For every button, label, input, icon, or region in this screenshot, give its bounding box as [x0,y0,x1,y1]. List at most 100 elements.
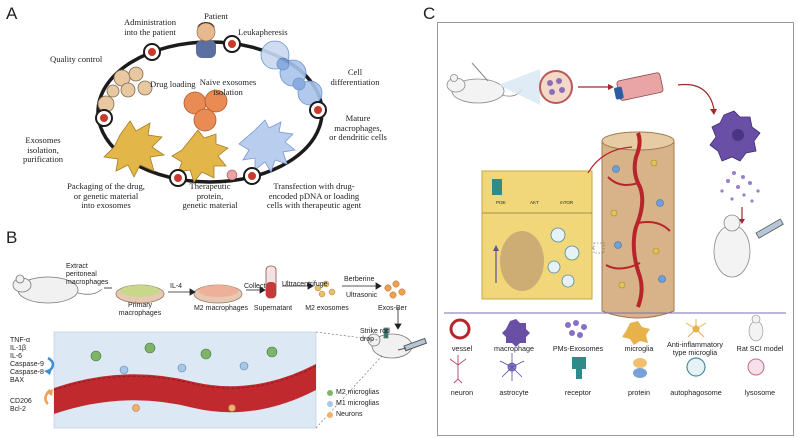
increase-marker-list: CD206 Bcl-2 [10,398,32,414]
arrow-to-flask-head [608,84,614,90]
label-transfection: Transfection with drug-encoded pDNA or l… [266,181,362,211]
label-collect: Collect [244,283,266,290]
panel-a-letter: A [6,4,18,23]
legend-label-lysosome: lysosome [744,388,776,397]
culture-flask [614,72,664,101]
zoom-line-bottom [315,355,383,429]
marker-cd206: CD206 [10,398,32,405]
legend-label-neuron: neuron [450,388,474,397]
legend-label-autophagosome: autophagosome [670,388,722,397]
legend-receptor-icon [572,357,586,379]
panel-a-diagram [95,22,327,187]
panel-c-letter: C [423,4,436,23]
tissue-microglia [612,165,666,283]
marker-il1b: IL-1β [10,345,27,352]
inset-up-arrowhead [493,245,499,251]
legend-exosomes-icon [565,320,587,338]
peritoneal-cells [547,78,565,95]
patient-figure [196,22,216,58]
label-berberine: Berberine [344,276,375,283]
marker-il6: IL-6 [10,353,23,360]
legend-label-vessel: vessel [451,344,473,353]
m1-microglia-cells [119,361,249,375]
inset-autophagosomes [547,227,580,288]
extraction-cone [498,69,540,105]
marker-tnf: TNF-α [10,337,30,344]
primary-dish [115,284,165,304]
legend-neurons: Neurons [336,411,363,418]
sci-mouse-icon [367,327,413,359]
inset-source-box [593,242,605,254]
tissue-neurons [610,159,660,289]
cycle-node-marks [100,40,322,182]
syringe-icon [397,337,428,352]
label-ultrasonic: Ultrasonic [346,292,378,299]
loaded-cell [226,169,238,181]
legend-m2: M2 microglias [336,389,380,396]
legend-label-anti-inflammatory: Anti-inflammatory type microglia [667,340,723,357]
peritoneal-cells-disc [539,70,573,104]
decrease-marker-list: TNF-α IL-1β IL-6 Caspase-9 Caspase-8 BAX [10,337,44,385]
legend-m2-swatch [327,390,333,396]
spinal-tissue-inset [53,331,317,429]
label-leukapheresis: Leukapheresis [238,27,288,37]
m2-exosome-dots [314,280,336,298]
legend-protein-icon [633,358,647,378]
panel-b-letter: B [6,228,18,247]
m2-dish [193,284,243,304]
label-patient: Patient [204,11,228,21]
legend-label-rat-sci: Rat SCI model [736,344,784,353]
legend-rat-sci-icon [748,314,764,342]
process-arrows [104,282,402,330]
panel-b-diagram [12,265,428,429]
legend-label-protein: protein [628,388,650,397]
quality-control-vesicles [97,66,153,113]
signaling-inset [481,170,593,300]
inset-akt: AKT [530,200,539,205]
legend-label-astrocyte: astrocyte [499,388,529,397]
neuron-cells [132,404,236,412]
marker-bax: BAX [10,377,25,384]
mouse-icon [12,274,103,304]
label-supernatant: Supernatant [253,305,293,312]
injection-syringe [755,218,784,239]
supernatant-tube [265,265,277,299]
legend-autophagosome-icon [686,357,706,377]
label-m2-macrophages: M2 macrophages [193,305,249,312]
legend-neuron-swatch [327,412,333,418]
legend-label-exosomes: PMs-Exosomes [552,344,604,353]
exosome-spray [720,171,760,203]
rat-icon [446,74,523,104]
label-il4: IL-4 [170,283,183,290]
marker-caspase8: Caspase-8 [10,369,44,376]
macrophage-nucleus [732,129,744,141]
legend-microglia-icon [622,321,650,345]
loaded-macrophages [103,120,229,183]
legend-label-microglia: microglia [624,344,654,353]
decrease-arrowhead [44,368,52,375]
legend-m1-swatch [327,401,333,407]
differentiating-cells [260,40,323,106]
zoom-line-top [315,331,379,341]
marker-caspase9: Caspase-9 [10,361,44,368]
label-exos-ber: Exos-Ber [378,305,407,312]
legend-lysosome-icon [747,358,765,376]
legend-astrocyte-icon [499,353,525,381]
naive-exosomes [183,89,228,132]
mature-macrophage [238,119,296,173]
legend-macrophage-icon [502,319,530,347]
legend-vessel-icon [449,318,471,340]
needle [471,62,489,82]
panel-c-diagram [444,62,786,384]
legend-m1: M1 microglias [336,400,380,407]
marker-bcl2: Bcl-2 [10,406,26,413]
arrow-to-macrophage-head [710,109,717,115]
panel-c-frame: vessel macrophage PMs-Exosomes microglia… [437,22,794,436]
microglia-cells [90,342,278,362]
